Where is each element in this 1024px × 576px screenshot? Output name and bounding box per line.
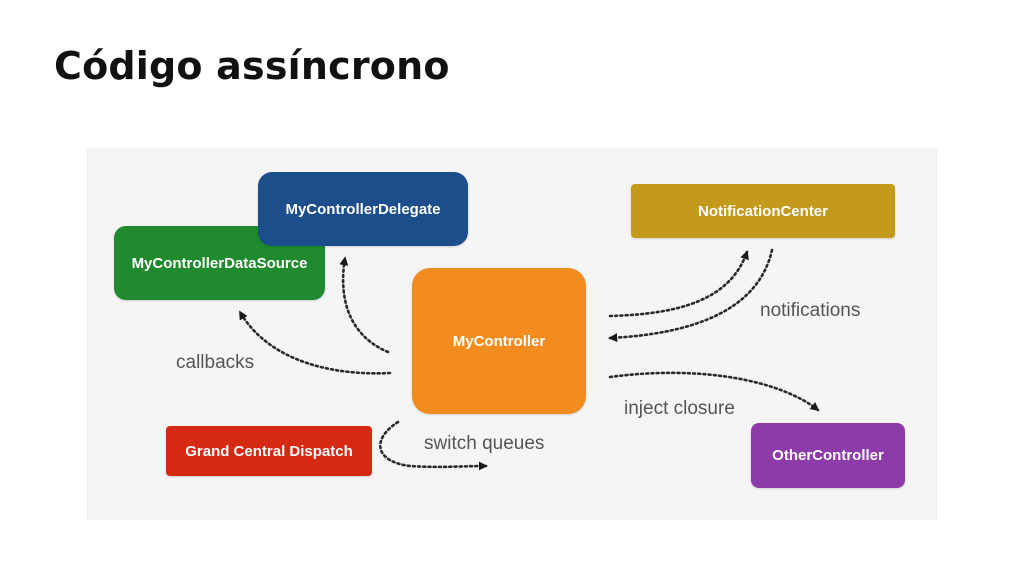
node-grand-central-dispatch: Grand Central Dispatch [166,426,372,476]
label-callbacks: callbacks [176,352,255,373]
node-my-controller-delegate: MyControllerDelegate [258,172,468,246]
node-notification-center: NotificationCenter [631,184,895,238]
node-other-controller: OtherController [751,423,905,488]
slide-title: Código assíncrono [54,44,450,88]
label-switch-queues: switch queues [424,433,545,454]
label-notifications: notifications [760,300,861,321]
node-my-controller: MyController [412,268,586,414]
label-inject-closure: inject closure [624,398,735,419]
